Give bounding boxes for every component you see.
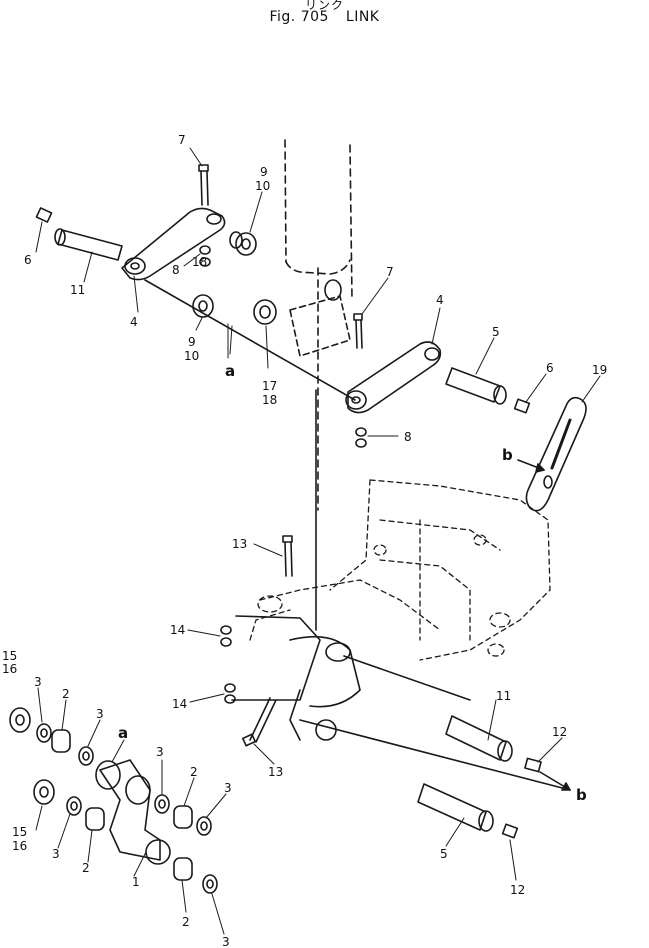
bushing-2-b	[173, 805, 193, 829]
nut-14-top	[220, 625, 232, 647]
label-8-top: 8	[172, 263, 180, 277]
figure-number: Fig. 705	[269, 9, 329, 25]
axis-line-a	[144, 279, 356, 401]
upper-shaft-line	[343, 655, 471, 701]
link-arm-left	[121, 207, 226, 281]
label-6-right: 6	[546, 361, 554, 375]
nut-8-right	[355, 427, 367, 448]
label-3-e: 3	[52, 847, 60, 861]
leader-lines	[35, 147, 601, 935]
label-14-top: 14	[170, 623, 185, 637]
lower-shaft-line	[299, 719, 571, 791]
washer-15-16-bottom	[33, 779, 55, 805]
bolt-13-bottom	[241, 697, 277, 747]
label-17: 17	[262, 379, 277, 393]
label-2-c: 2	[82, 861, 90, 875]
washer-9-10-top	[229, 231, 257, 256]
label-8-right: 8	[404, 430, 412, 444]
label-9-mid: 9	[188, 335, 196, 349]
label-13-top: 13	[232, 537, 247, 551]
bolt-13-top	[282, 535, 293, 577]
label-4-right: 4	[436, 293, 444, 307]
label-4-left: 4	[130, 315, 138, 329]
label-10-top: 10	[255, 179, 270, 193]
label-3-a: 3	[34, 675, 42, 689]
label-2-b: 2	[190, 765, 198, 779]
grease-fitting-6-right	[513, 398, 531, 414]
bushing-2-d	[173, 857, 193, 881]
lever-hub	[289, 279, 351, 357]
link-arm-right	[345, 341, 442, 414]
label-16-bottom: 16	[12, 839, 27, 853]
label-18-mid: 18	[262, 393, 277, 407]
label-11-bottom: 11	[496, 689, 511, 703]
label-9-top: 9	[260, 165, 268, 179]
label-1: 1	[132, 875, 140, 889]
seal-3-f	[202, 874, 218, 894]
label-15-top: 15	[2, 649, 17, 663]
label-a-bottom: a	[118, 724, 128, 742]
mounting-bracket	[231, 615, 361, 741]
lever-ghost-outline	[284, 139, 353, 511]
washer-17-18	[253, 299, 277, 325]
label-b-left: b	[502, 446, 513, 464]
seal-3-e	[66, 796, 82, 816]
figure-kana-title: リンク	[304, 0, 344, 12]
label-7-right: 7	[386, 265, 394, 279]
bolt-7-top	[198, 164, 209, 206]
label-11-top: 11	[70, 283, 85, 297]
plate-19	[525, 396, 587, 512]
label-b-right: b	[576, 786, 587, 804]
washer-15-16-top	[9, 707, 31, 733]
seal-3-d	[196, 816, 212, 836]
pin-5-top	[445, 367, 507, 405]
label-7-top: 7	[178, 133, 186, 147]
label-15-bottom: 15	[12, 825, 27, 839]
label-3-b: 3	[96, 707, 104, 721]
label-5-bottom: 5	[440, 847, 448, 861]
label-12-bottom: 12	[510, 883, 525, 897]
label-3-f: 3	[222, 935, 230, 948]
label-a-mid: a	[225, 362, 235, 380]
label-5-top: 5	[492, 325, 500, 339]
bolt-7-right	[353, 313, 363, 349]
grease-fitting-6-left	[35, 207, 53, 223]
seal-3-a	[36, 723, 52, 743]
label-14-bottom: 14	[172, 697, 187, 711]
pin-11-bottom	[445, 715, 513, 762]
nut-14-bottom	[224, 683, 236, 704]
label-10-mid: 10	[184, 349, 199, 363]
label-16-top: 16	[2, 662, 17, 676]
seal-3-c	[154, 794, 170, 814]
figure-title: Fig. 705 LINK	[0, 9, 649, 25]
bushing-2-c	[85, 807, 105, 831]
label-3-c: 3	[156, 745, 164, 759]
label-19: 19	[592, 363, 607, 377]
label-2-d: 2	[182, 915, 190, 929]
pin-5-bottom	[417, 783, 494, 832]
nut-8-top	[199, 245, 211, 267]
label-3-d: 3	[224, 781, 232, 795]
arrow-b-right	[539, 771, 571, 791]
washer-9-10-mid	[192, 294, 214, 318]
grease-fitting-12-bottom	[501, 823, 519, 839]
label-13-bottom: 13	[268, 765, 283, 779]
grease-fitting-12-top	[524, 757, 542, 773]
lower-link-1	[95, 759, 171, 865]
pin-11-top	[54, 228, 123, 261]
bushing-2-a	[51, 729, 71, 753]
arrow-b-left	[517, 459, 545, 473]
figure-name: LINK	[345, 9, 380, 25]
label-6-left: 6	[24, 253, 32, 267]
seal-3-b	[78, 746, 94, 766]
label-18-top: 18	[192, 255, 207, 269]
valve-body	[249, 479, 551, 661]
label-12-top: 12	[552, 725, 567, 739]
label-2-a: 2	[62, 687, 70, 701]
part-labels: 7 9 10 6 11 8 18 4 9 10 a 17 18 7 4 5 6 …	[2, 133, 607, 948]
